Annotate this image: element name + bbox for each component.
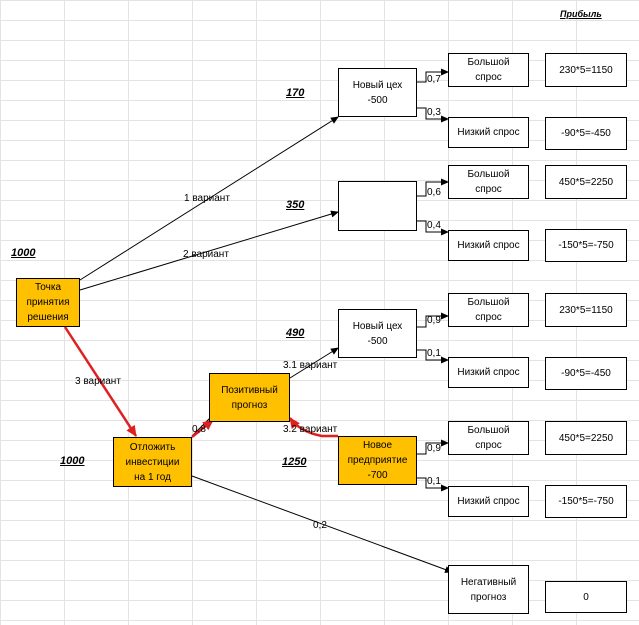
edge-prob-0-1-a xyxy=(417,349,449,364)
demand-high-3: Большой спрос xyxy=(448,293,529,327)
label-variant-2: 2 вариант xyxy=(183,249,229,260)
new-shop-3-1: Новый цех -500 xyxy=(338,309,417,358)
label-variant-3-1: 3.1 вариант xyxy=(283,360,338,371)
profit-header: Прибыль xyxy=(560,9,602,19)
edge-prob-0-9-a xyxy=(417,312,449,328)
edge-variant-3-1 xyxy=(289,347,339,379)
positive-forecast: Позитивный прогноз xyxy=(209,373,290,422)
value-decision: 1000 xyxy=(11,247,36,259)
value-1250: 1250 xyxy=(282,456,307,468)
profit-cell: -90*5=-450 xyxy=(545,357,627,390)
edge-red-0-8 xyxy=(191,419,214,438)
profit-cell: 0 xyxy=(545,581,627,613)
label-prob-0-3: 0,3 xyxy=(427,107,441,118)
edge-prob-0-3 xyxy=(417,107,449,123)
new-shop-1: Новый цех -500 xyxy=(338,68,417,117)
profit-cell: -150*5=-750 xyxy=(545,485,627,518)
edge-variant-2 xyxy=(79,210,339,291)
edge-variant-1 xyxy=(79,116,339,281)
label-prob-0-1-a: 0,1 xyxy=(427,348,441,359)
label-variant-3: 3 вариант xyxy=(75,376,121,387)
label-prob-0-7: 0,7 xyxy=(427,74,441,85)
label-prob-0-6: 0,6 xyxy=(427,187,441,198)
label-prob-0-2: 0,2 xyxy=(313,520,327,531)
edge-prob-0-6 xyxy=(417,178,449,197)
negative-forecast: Негативный прогноз xyxy=(448,565,529,614)
label-prob-0-9-a: 0,9 xyxy=(427,315,441,326)
label-prob-0-9-b: 0,9 xyxy=(427,443,441,454)
value-170: 170 xyxy=(286,87,305,99)
profit-cell: 450*5=2250 xyxy=(545,421,627,455)
edge-variant-3-2 xyxy=(288,417,338,438)
demand-low-3: Низкий спрос xyxy=(448,357,529,388)
demand-low-4: Низкий спрос xyxy=(448,486,529,517)
demand-high-4: Большой спрос xyxy=(448,421,529,455)
demand-high-2: Большой спрос xyxy=(448,165,529,199)
edge-prob-0-4 xyxy=(417,220,449,236)
demand-low-2: Низкий спрос xyxy=(448,230,529,261)
postpone-investment: Отложить инвестиции на 1 год xyxy=(113,437,192,487)
profit-cell: 230*5=1150 xyxy=(545,293,627,327)
new-enterprise-3-2: Новое предприятие -700 xyxy=(338,436,417,485)
value-postpone: 1000 xyxy=(60,455,85,467)
profit-cell: 450*5=2250 xyxy=(545,165,627,199)
edge-variant-3 xyxy=(63,326,138,437)
profit-cell: -150*5=-750 xyxy=(545,229,627,262)
label-variant-1: 1 вариант xyxy=(184,193,230,204)
demand-low-1: Низкий спрос xyxy=(448,117,529,148)
edge-prob-0-2 xyxy=(191,475,453,573)
label-variant-3-2: 3.2 вариант xyxy=(283,424,338,435)
label-prob-0-4: 0,4 xyxy=(427,220,441,231)
label-prob-0-8: 0,8 xyxy=(192,424,206,435)
decision-point: Точка принятия решения xyxy=(16,278,80,327)
edge-prob-0-7 xyxy=(417,68,449,83)
label-prob-0-1-b: 0,1 xyxy=(427,476,441,487)
edge-prob-0-1-b xyxy=(417,477,449,492)
demand-high-1: Большой спрос xyxy=(448,53,529,87)
profit-cell: 230*5=1150 xyxy=(545,53,627,87)
new-enterprise-2 xyxy=(338,181,417,231)
profit-cell: -90*5=-450 xyxy=(545,117,627,150)
value-490: 490 xyxy=(286,327,305,339)
value-350: 350 xyxy=(286,199,305,211)
edge-prob-0-9-b xyxy=(417,439,449,455)
